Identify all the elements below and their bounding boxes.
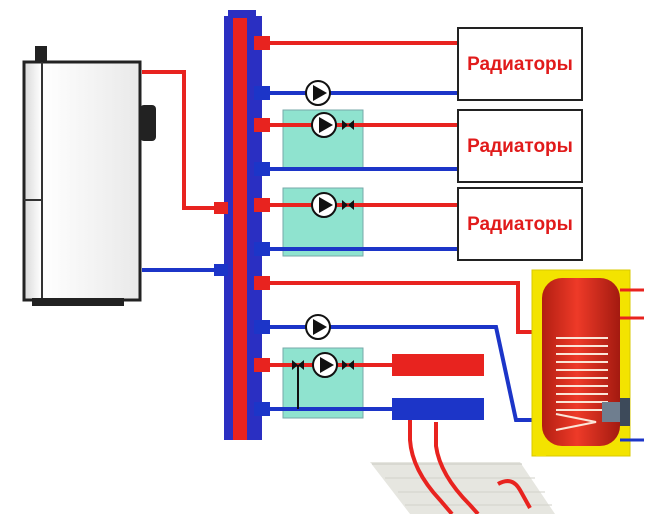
circulation-pump-icon: [312, 352, 338, 378]
hot-water-tank: [531, 269, 644, 457]
circulation-pump-icon: [311, 112, 337, 138]
radiator-1: Радиаторы: [457, 27, 583, 101]
circulation-pump-icon: [305, 314, 331, 340]
radiator-label: Радиаторы: [467, 214, 573, 235]
circulation-pump-icon: [311, 192, 337, 218]
radiator-label: Радиаторы: [467, 54, 573, 75]
floor-heating: [370, 398, 555, 514]
radiator-2: Радиаторы: [457, 109, 583, 183]
boiler-lines: [142, 70, 232, 272]
boiler: [22, 46, 156, 306]
hydraulic-manifold: [214, 10, 270, 440]
radiator-3: Радиаторы: [457, 187, 583, 261]
floor-manifold: [392, 354, 484, 420]
circulation-pump-icon: [305, 80, 331, 106]
radiator-label: Радиаторы: [467, 136, 573, 157]
